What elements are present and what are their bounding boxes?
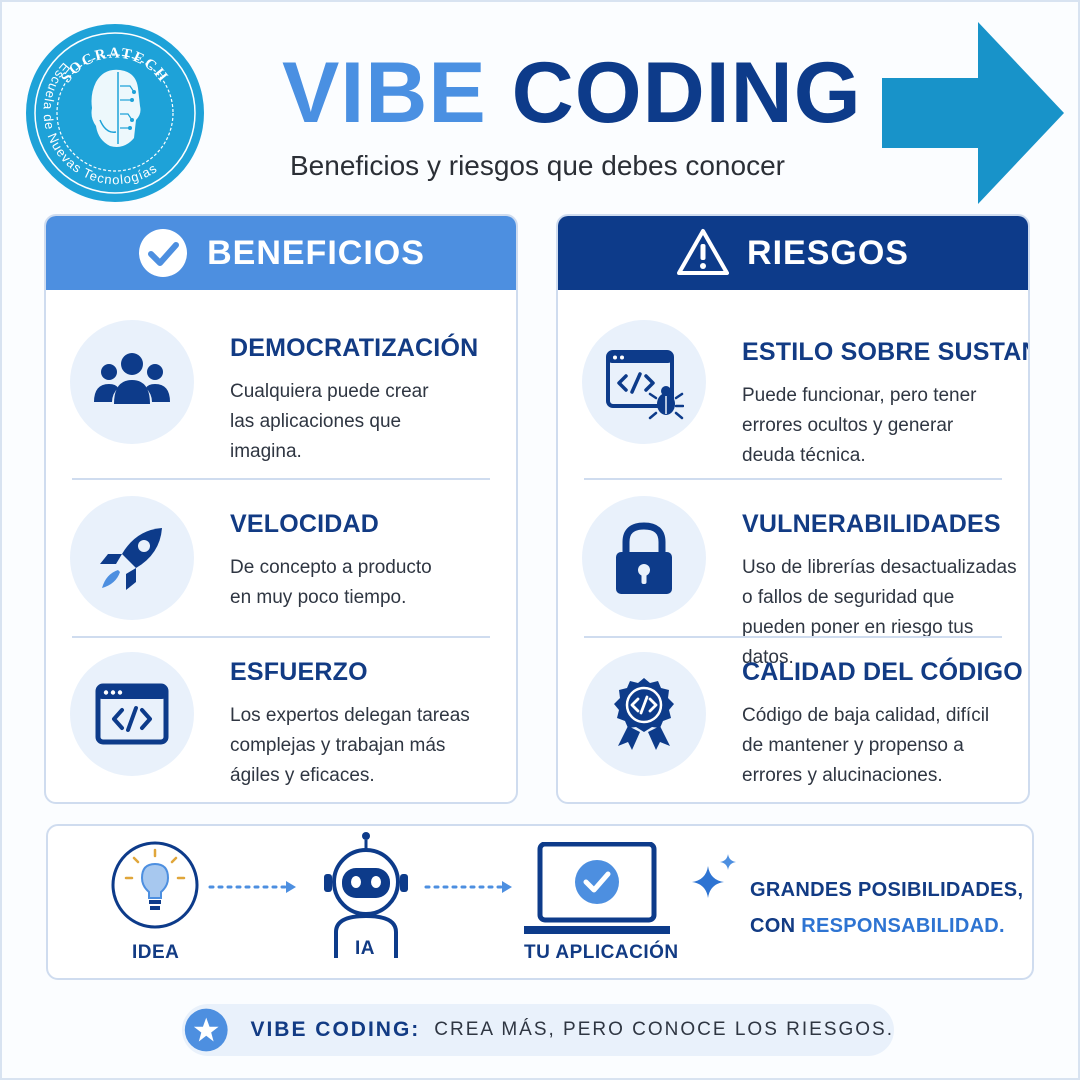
risks-heading: RIESGOS (747, 233, 909, 272)
benefits-panel: BENEFICIOS DEMOCRATIZACIÓN Cualquiera pu… (44, 214, 518, 804)
flow-step-label: TU APLICACIÓN (524, 942, 679, 963)
risk-description: Puede funcionar, pero tener errores ocul… (742, 385, 977, 466)
rocket-icon (100, 528, 162, 590)
code-window-icon (95, 683, 169, 745)
risks-header: RIESGOS (558, 216, 1028, 290)
flow-step-label: IDEA (132, 942, 180, 963)
flow-step-label: IA (355, 938, 375, 959)
divider (72, 478, 490, 480)
risk-description: Código de baja calidad, difícil de mante… (742, 705, 990, 786)
risk-title: CALIDAD DEL CÓDIGO (742, 658, 1023, 686)
footer-label: VIBE CODING: (250, 1018, 421, 1041)
page-subtitle: Beneficios y riesgos que debes conocer (290, 150, 785, 181)
laptop-check-icon (524, 842, 670, 934)
risk-title: ESTILO SOBRE SUSTANCIA (742, 338, 1028, 366)
flow-strip: IDEA IA TU APLICACIÓN (46, 824, 1034, 980)
tagline-line-1: GRANDES POSIBILIDADES, (750, 879, 1024, 901)
risks-panel: RIESGOS ESTILO SOBRE SUSTANCIA Pued (556, 214, 1030, 804)
dotted-arrow-icon (424, 881, 512, 893)
code-badge-icon (614, 678, 674, 750)
people-icon (94, 353, 170, 404)
risk-description: Uso de librerías desactualizadas o fallo… (742, 557, 1017, 668)
warning-triangle-icon (677, 229, 730, 275)
risk-title: VULNERABILIDADES (742, 510, 1001, 538)
footer-banner: VIBE CODING: CREA MÁS, PERO CONOCE LOS R… (182, 1004, 894, 1056)
padlock-icon (616, 522, 672, 594)
benefit-title: DEMOCRATIZACIÓN (230, 334, 479, 362)
socratech-logo: SOCRATECH Escuela de Nuevas Tecnologías (26, 24, 204, 202)
footer-text: CREA MÁS, PERO CONOCE LOS RIESGOS. (434, 1019, 894, 1040)
title-coding: CODING (511, 45, 862, 141)
benefit-description: Los expertos delegan tareas complejas y … (230, 705, 470, 786)
tagline-accent: RESPONSABILIDAD. (801, 915, 1005, 937)
sparkle-icon (692, 854, 736, 898)
title-vibe: VIBE (282, 45, 487, 141)
benefit-title: VELOCIDAD (230, 510, 380, 538)
star-icon (184, 1008, 228, 1052)
divider (72, 636, 490, 638)
page-title: VIBE CODING (282, 50, 862, 136)
check-circle-icon (139, 229, 188, 277)
benefits-header: BENEFICIOS (46, 216, 516, 290)
benefits-heading: BENEFICIOS (207, 233, 425, 272)
benefit-description: Cualquiera puede crear las aplicaciones … (230, 381, 429, 462)
dotted-arrow-icon (208, 881, 296, 893)
divider (584, 636, 1002, 638)
philosopher-head-circuit-icon (91, 69, 141, 147)
lightbulb-icon (111, 841, 199, 929)
benefit-description: De concepto a producto en muy poco tiemp… (230, 557, 432, 608)
robot-icon (324, 832, 408, 958)
benefit-title: ESFUERZO (230, 658, 368, 686)
tagline-prefix: CON (750, 915, 796, 937)
right-arrow-icon (882, 22, 1064, 204)
flow-tagline: GRANDES POSIBILIDADES, CON RESPONSABILID… (750, 872, 1023, 944)
code-bug-icon (606, 350, 684, 420)
divider (584, 478, 1002, 480)
